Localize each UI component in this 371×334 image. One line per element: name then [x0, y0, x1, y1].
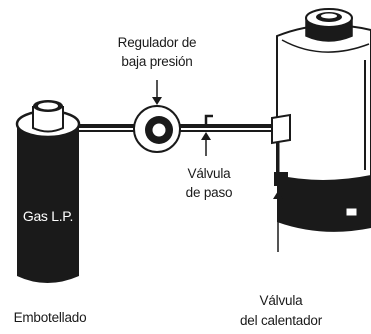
shutoff-valve-label-line-2: de paso — [186, 185, 233, 200]
shutoff-valve-label-line-1: Válvula — [188, 166, 232, 181]
heater-valve-label-line-1: Válvula — [260, 293, 304, 308]
tank-label: Gas L.P. — [23, 208, 73, 224]
regulator-label-line-1: Regulador de — [118, 35, 197, 50]
regulator-label-line-2: baja presión — [121, 54, 192, 69]
shutoff-valve-icon — [201, 114, 213, 156]
heater-valve-label-line-2: del calentador — [240, 313, 323, 328]
water-heater-icon — [276, 8, 371, 232]
lp-gas-cylinder-icon: Gas L.P. — [15, 100, 81, 283]
pressure-regulator-icon — [133, 80, 181, 153]
tank-caption: Embotellado — [14, 310, 87, 325]
heater-valve-icon — [271, 113, 291, 252]
